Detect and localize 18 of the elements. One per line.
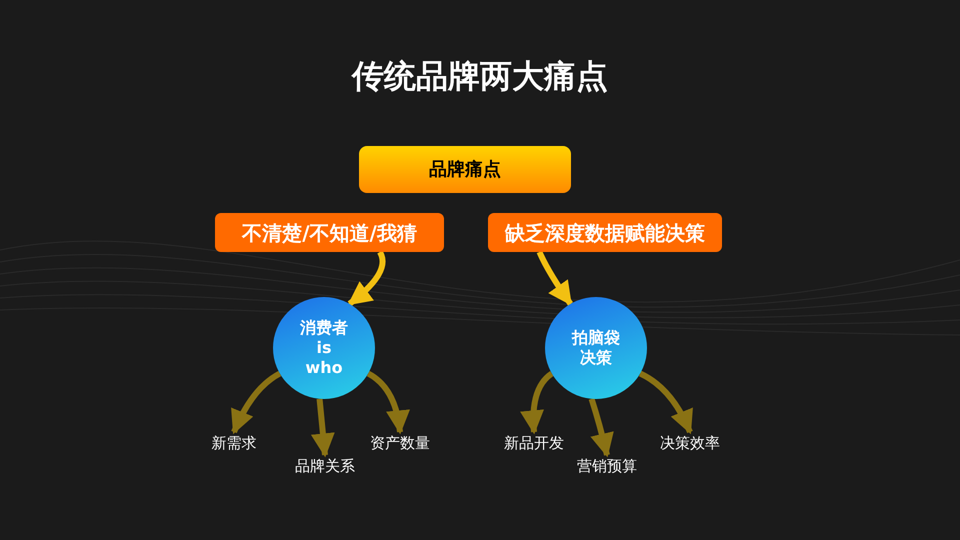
- outcome-label: 品牌关系: [285, 455, 365, 477]
- arrow: [520, 371, 554, 434]
- outcome-label: 决策效率: [650, 432, 730, 454]
- arrow: [231, 370, 282, 434]
- outcome-label: 新需求: [199, 432, 269, 454]
- outcome-label: 营销预算: [567, 455, 647, 477]
- arrow: [638, 370, 693, 434]
- arrow: [366, 370, 410, 434]
- outcome-label: 新品开发: [494, 432, 574, 454]
- pain-point-box: 不清楚/不知道/我猜: [215, 213, 444, 252]
- arrow: [536, 250, 573, 306]
- outcome-label: 资产数量: [360, 432, 440, 454]
- arrow: [310, 398, 335, 458]
- arrow: [348, 250, 386, 306]
- arrow: [588, 398, 614, 458]
- pain-point-box: 缺乏深度数据赋能决策: [488, 213, 722, 252]
- header-box: 品牌痛点: [359, 146, 571, 193]
- title: 传统品牌两大痛点: [352, 56, 608, 97]
